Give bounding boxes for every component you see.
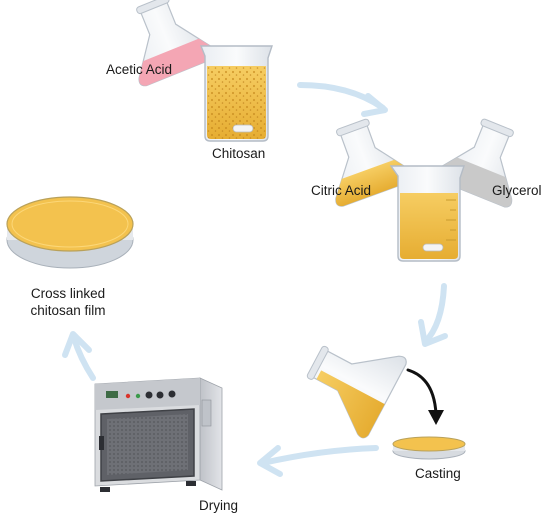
film-label-line2: chitosan film xyxy=(30,303,106,318)
flow-arrow-1 xyxy=(297,82,388,117)
casting-dish xyxy=(392,436,466,460)
acetic-acid-label: Acetic Acid xyxy=(106,62,173,77)
casting-label: Casting xyxy=(415,466,461,481)
drying-oven xyxy=(94,377,223,492)
drying-label: Drying xyxy=(199,498,239,513)
casting-flask xyxy=(306,345,407,439)
chitosan-beaker xyxy=(199,45,273,142)
flow-arrow-2 xyxy=(418,283,448,347)
pour-arrow xyxy=(406,368,444,425)
mixing-beaker xyxy=(389,165,465,262)
film-label: Cross linked chitosan film xyxy=(18,285,118,319)
chitosan-label: Chitosan xyxy=(212,146,266,161)
glycerol-label: Glycerol xyxy=(492,183,542,198)
film-label-line1: Cross linked xyxy=(30,286,106,301)
flow-arrow-4 xyxy=(62,331,96,381)
film-petri-dish xyxy=(6,196,134,269)
citric-acid-label: Citric Acid xyxy=(311,183,372,198)
flow-arrow-3 xyxy=(257,445,379,477)
acetic-acid-flask xyxy=(136,0,218,87)
